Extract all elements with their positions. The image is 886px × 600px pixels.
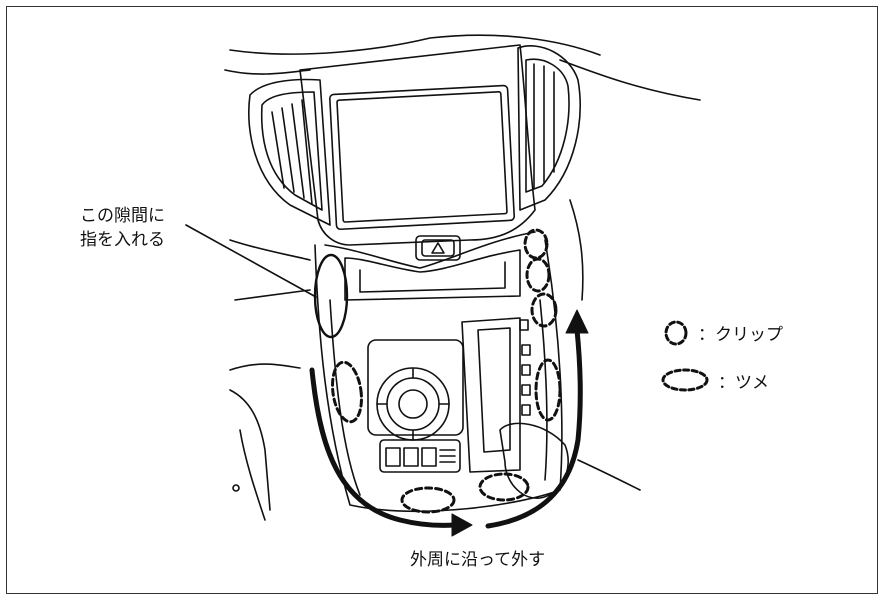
left-air-vent [247, 78, 331, 226]
removal-instruction: 外周に沿って外す [410, 550, 546, 570]
dashboard-top-edge [229, 34, 601, 56]
legend-clip: ：クリップ [660, 320, 783, 345]
storage-tray [344, 249, 521, 301]
dashboard-right-edge [559, 59, 701, 101]
callout-line-2: 指を入れる [80, 230, 165, 250]
console-outline [314, 239, 563, 512]
removal-arrow [309, 309, 589, 537]
legend-tab: ：ツメ [660, 368, 769, 393]
right-air-vent [517, 45, 581, 211]
climate-dial [367, 339, 464, 441]
tab-marker-bottom-left [400, 486, 456, 514]
callout-leader [185, 224, 317, 298]
clip-marker-1 [523, 228, 549, 260]
legend-clip-symbol [664, 320, 688, 346]
upper-trim [324, 231, 536, 269]
dashboard-left-edge [224, 69, 311, 75]
display-screen [329, 84, 516, 231]
switch-panel [379, 439, 461, 473]
clip-marker-2 [525, 257, 551, 293]
shifter-gate [461, 317, 531, 473]
legend-tab-label: ：ツメ [718, 373, 769, 393]
finger-gap-callout: この隙間に 指を入れる [80, 204, 165, 252]
tab-marker-left [331, 360, 363, 424]
callout-line-1: この隙間に [80, 206, 165, 226]
tab-marker-right [534, 358, 562, 422]
tab-marker-bottom-right [478, 472, 530, 502]
hazard-button [415, 235, 461, 261]
finger-gap-marker [313, 253, 349, 339]
diagram-frame [6, 6, 878, 594]
clip-marker-3 [530, 292, 558, 328]
center-panel-outline [299, 44, 536, 246]
legend-tab-symbol [661, 368, 709, 392]
legend-clip-label: ：クリップ [698, 325, 783, 345]
